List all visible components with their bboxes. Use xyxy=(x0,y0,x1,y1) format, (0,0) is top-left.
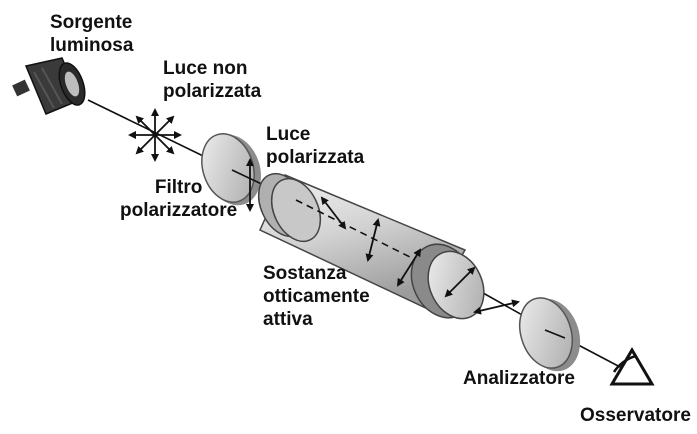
label-osservatore: Osservatore xyxy=(580,405,691,426)
eye-icon xyxy=(609,347,655,386)
lamp-icon xyxy=(12,57,86,115)
analyzer-disc xyxy=(518,297,581,372)
label-analizzatore: Analizzatore xyxy=(463,368,575,389)
beam-through-analyzer xyxy=(544,329,566,339)
rotated-light-arrow xyxy=(473,299,520,315)
unpolarized-light-arrows xyxy=(128,108,182,162)
rotating-polarization-arrows xyxy=(320,196,476,298)
